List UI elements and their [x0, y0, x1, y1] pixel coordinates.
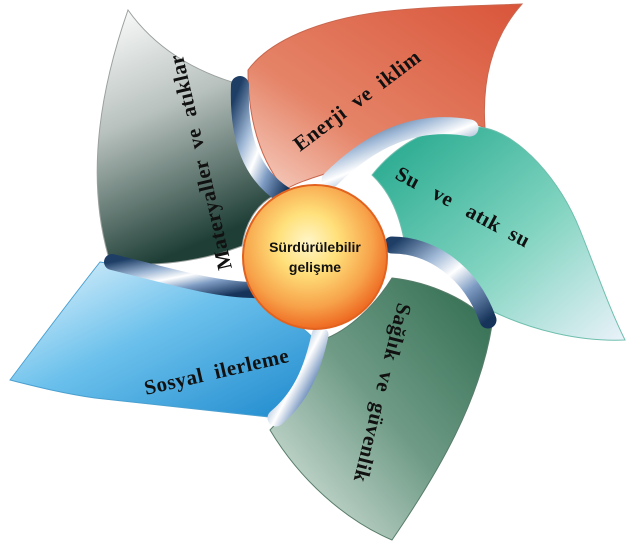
center-label-line1: Sürdürülebilir — [269, 239, 361, 255]
tube-right-upper — [321, 117, 479, 189]
petal-materials — [96, 8, 276, 265]
center-label-line2: gelişme — [289, 259, 341, 275]
tube-top — [230, 76, 294, 205]
tube-bottom — [267, 326, 329, 427]
tube-left — [104, 254, 263, 298]
petal-social — [9, 261, 319, 419]
tube-right — [383, 236, 497, 329]
center-circle — [242, 184, 388, 330]
